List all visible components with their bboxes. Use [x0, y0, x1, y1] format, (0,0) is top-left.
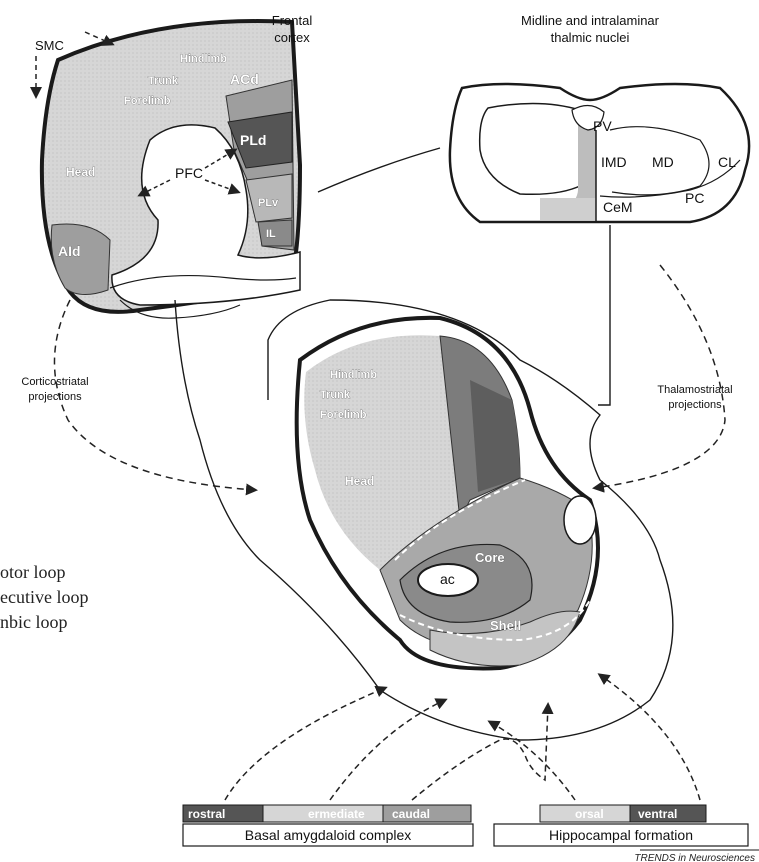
- credit-label: TRENDS in Neurosciences: [634, 853, 755, 862]
- frontal-label-line2: cortex: [274, 30, 310, 45]
- rostral-arrow: [225, 688, 385, 800]
- limbic-loop-label: nbic loop: [0, 612, 68, 632]
- lateral-ventricle: [564, 496, 596, 544]
- cortex-forelimb-label: Forelimb: [124, 95, 171, 107]
- pc-label: PC: [685, 190, 704, 206]
- striatum-hindlimb-label: Hindlimb: [330, 369, 377, 381]
- smc-label: SMC: [35, 38, 64, 53]
- thalamostriatal-line2: projections: [668, 399, 722, 411]
- cortex-plv-label: PLv: [258, 197, 279, 209]
- cortex-il-label: IL: [266, 228, 276, 240]
- pv-label: PV: [593, 118, 612, 134]
- cortex-aid-label: AId: [58, 243, 81, 259]
- amygdala-segment-bar: rostral ermediate caudal: [183, 805, 471, 822]
- thalamus-left-shade: [540, 198, 596, 220]
- striatum-head-label: Head: [345, 474, 374, 488]
- shell-label: Shell: [490, 618, 521, 633]
- intermediate-label: ermediate: [308, 807, 365, 821]
- striatum-section: Hindlimb Trunk Forelimb Head Core ac She…: [175, 300, 673, 740]
- frontal-label-line1: Frontal: [272, 13, 313, 28]
- cortex-hindlimb-label: Hindlimb: [180, 53, 227, 65]
- thalamostriatal-arrow: [595, 265, 725, 488]
- cortex-thalamus-link: [318, 148, 440, 192]
- hippocampal-segment-bar: orsal ventral: [540, 805, 706, 822]
- thalamus-section: Midline and intralaminar thalmic nuclei …: [450, 13, 749, 222]
- corticostriatal-arrow: [54, 300, 255, 490]
- cortex-head-label: Head: [66, 165, 95, 179]
- core-label: Core: [475, 550, 505, 565]
- corticostriatal-line2: projections: [28, 391, 82, 403]
- ac-label: ac: [440, 571, 455, 587]
- aid-region: [51, 224, 110, 295]
- pfc-label: PFC: [175, 165, 203, 181]
- cortex-acd-label: ACd: [230, 71, 259, 87]
- striatum-forelimb-label: Forelimb: [320, 409, 367, 421]
- md-label: MD: [652, 154, 674, 170]
- cem-label: CeM: [603, 199, 633, 215]
- striatum-trunk-label: Trunk: [320, 389, 351, 401]
- rostral-label: rostral: [188, 807, 225, 821]
- ventral-hippocampal-arrow: [600, 675, 700, 800]
- cortex-trunk-label: Trunk: [148, 75, 179, 87]
- thalamus-title-line1: Midline and intralaminar: [521, 13, 660, 28]
- cortex-pld-label: PLd: [240, 132, 266, 148]
- frontal-cortex-section: SMC Frontal cortex Hindlimb Trunk Foreli…: [35, 13, 312, 318]
- cl-label: CL: [718, 154, 736, 170]
- motor-loop-label: otor loop: [0, 562, 66, 582]
- dorsal-label: orsal: [575, 807, 604, 821]
- imd-label: IMD: [601, 154, 627, 170]
- ventral-label: ventral: [638, 807, 677, 821]
- caudal-arrow: [412, 705, 548, 800]
- basal-amygdaloid-label: Basal amygdaloid complex: [245, 827, 412, 843]
- executive-loop-label: ecutive loop: [0, 587, 88, 607]
- thalamus-title-line2: thalmic nuclei: [551, 30, 630, 45]
- dorsal-hippocampal-arrow: [490, 722, 575, 800]
- thalamus-down-link: [598, 225, 610, 405]
- caudal-label: caudal: [392, 807, 430, 821]
- hippocampal-formation-label: Hippocampal formation: [549, 827, 693, 843]
- corticostriatal-line1: Corticostriatal: [21, 376, 88, 388]
